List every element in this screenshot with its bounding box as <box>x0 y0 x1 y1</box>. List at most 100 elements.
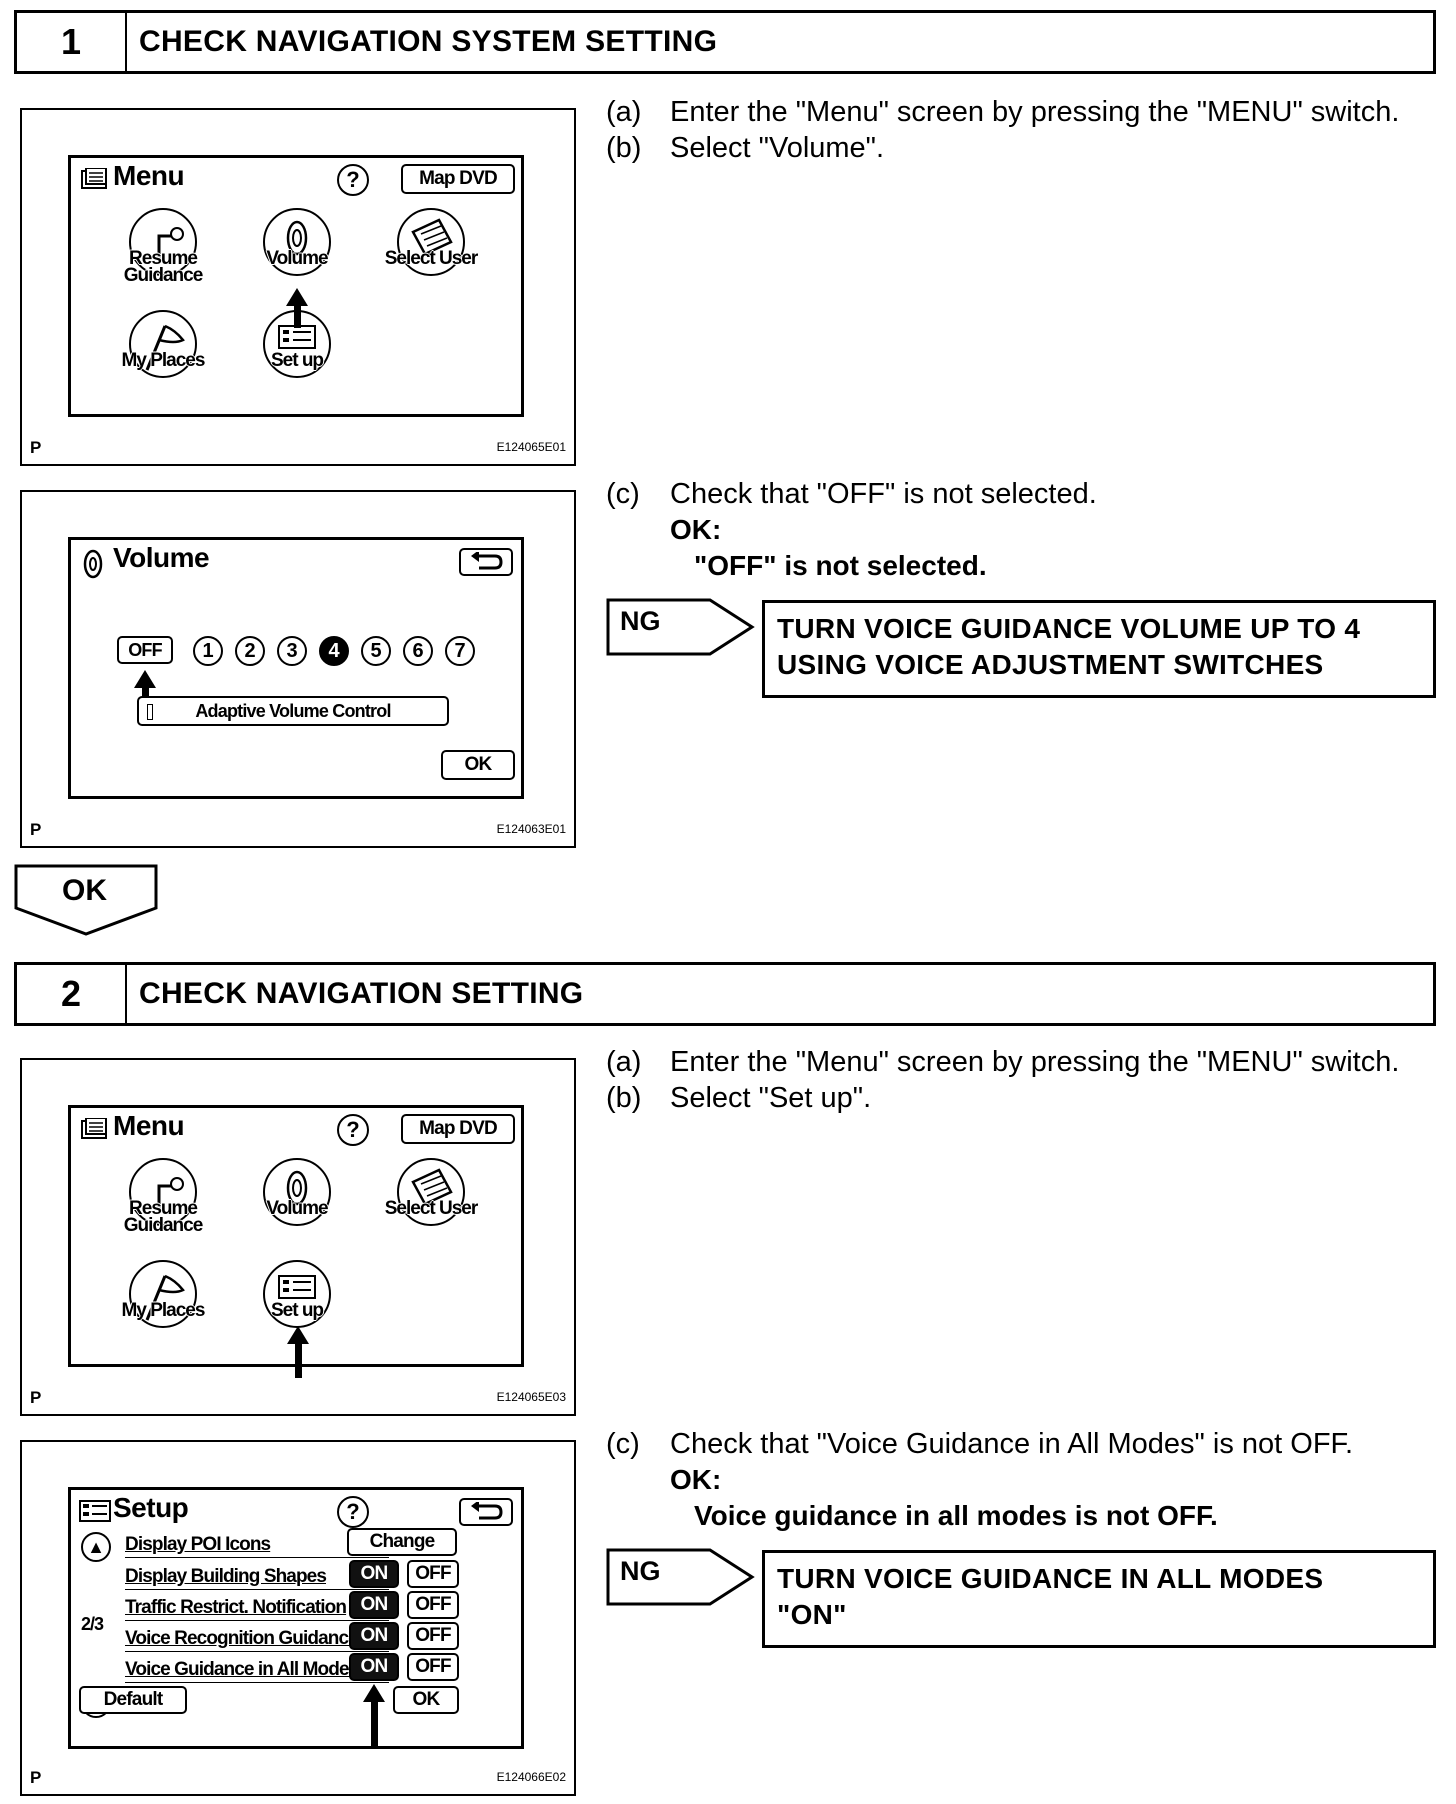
ok-condition-text: "OFF" is not selected. <box>694 550 987 581</box>
guidance-label: Guidance <box>123 265 204 286</box>
user-notebook-icon <box>397 208 465 276</box>
guidance-label: Guidance <box>123 1215 204 1236</box>
instruction-b: (b)Select "Set up". <box>606 1082 872 1114</box>
change-button[interactable]: Change <box>347 1528 457 1556</box>
setup-list-icon <box>79 1500 111 1522</box>
map-dvd-button[interactable]: Map DVD <box>401 1114 515 1144</box>
setting-row-traffic-restrict: Traffic Restrict. Notification <box>125 1597 389 1621</box>
my-places-button[interactable]: My Places <box>103 1260 223 1328</box>
my-places-button[interactable]: My Places <box>103 310 223 378</box>
menu-icon <box>81 1118 107 1139</box>
voice-guidance-off-button[interactable]: OFF <box>407 1653 459 1681</box>
figure-p-mark: P <box>30 1388 42 1407</box>
resume-label: Resume <box>129 1198 198 1219</box>
menu-icon <box>81 168 107 189</box>
ok-condition-label: OK: <box>670 514 722 545</box>
default-button[interactable]: Default <box>79 1686 187 1714</box>
set-up-button[interactable]: Set up <box>237 1260 357 1328</box>
traffic-restrict-on-button[interactable]: ON <box>349 1591 399 1619</box>
figure-setup-screen: Setup ? ▲ 2/3 ▼ Display POI Icons Change… <box>20 1440 576 1796</box>
ng-action-line1: TURN VOICE GUIDANCE IN ALL MODES <box>777 1563 1324 1594</box>
ng-arrow: NG <box>606 598 756 661</box>
page-indicator: 2/3 <box>81 1614 104 1634</box>
voice-recognition-off-button[interactable]: OFF <box>407 1622 459 1650</box>
adaptive-volume-control-button[interactable]: Adaptive Volume Control <box>137 696 449 726</box>
setting-row-building-shapes: Display Building Shapes <box>125 1566 389 1590</box>
select-user-button[interactable]: Select User <box>371 1158 491 1226</box>
adaptive-label: Adaptive Volume Control <box>195 700 391 721</box>
speaker-icon <box>263 208 331 276</box>
help-icon[interactable]: ? <box>337 1496 369 1528</box>
volume-level-3[interactable]: 3 <box>277 636 307 666</box>
figure-volume-screen: Volume OFF 1 2 3 4 5 6 7 Adaptive Volume… <box>20 490 576 848</box>
volume-screen: Volume OFF 1 2 3 4 5 6 7 Adaptive Volume… <box>68 537 524 799</box>
volume-label: Volume <box>266 248 328 269</box>
volume-button[interactable]: Volume <box>237 1158 357 1226</box>
map-dvd-button[interactable]: Map DVD <box>401 164 515 194</box>
ng-action-box: TURN VOICE GUIDANCE IN ALL MODES "ON" <box>762 1550 1436 1648</box>
step-2-header: 2 CHECK NAVIGATION SETTING <box>14 962 1436 1026</box>
volume-level-5[interactable]: 5 <box>361 636 391 666</box>
ng-arrow: NG <box>606 1548 756 1611</box>
pointer-arrow-shaft <box>371 1700 378 1746</box>
setup-screen: Setup ? ▲ 2/3 ▼ Display POI Icons Change… <box>68 1487 524 1749</box>
volume-level-1[interactable]: 1 <box>193 636 223 666</box>
ok-condition-text: Voice guidance in all modes is not OFF. <box>694 1500 1218 1531</box>
ok-condition-label: OK: <box>670 1464 722 1495</box>
ng-action-line2: USING VOICE ADJUSTMENT SWITCHES <box>777 649 1324 680</box>
my-places-label: My Places <box>121 350 206 371</box>
flag-icon <box>129 310 197 378</box>
user-notebook-icon <box>397 1158 465 1226</box>
figure-code: E124065E03 <box>496 1390 566 1404</box>
building-shapes-off-button[interactable]: OFF <box>407 1560 459 1588</box>
instruction-c: (c)Check that "OFF" is not selected. <box>606 478 1097 510</box>
back-button[interactable] <box>459 548 513 576</box>
help-icon[interactable]: ? <box>337 1114 369 1146</box>
volume-level-2[interactable]: 2 <box>235 636 265 666</box>
help-icon[interactable]: ? <box>337 164 369 196</box>
building-shapes-on-button[interactable]: ON <box>349 1560 399 1588</box>
instruction-a: (a)Enter the "Menu" screen by pressing t… <box>606 1046 1400 1078</box>
back-button[interactable] <box>459 1498 513 1526</box>
scroll-up-icon[interactable]: ▲ <box>81 1532 111 1562</box>
voice-recognition-on-button[interactable]: ON <box>349 1622 399 1650</box>
resume-guidance-icon <box>129 1158 197 1226</box>
volume-level-4[interactable]: 4 <box>319 636 349 666</box>
screen-title: Setup <box>113 1492 189 1523</box>
volume-button[interactable]: Volume <box>237 208 357 276</box>
return-icon <box>471 552 503 570</box>
volume-level-6[interactable]: 6 <box>403 636 433 666</box>
ok-button[interactable]: OK <box>441 750 515 780</box>
instruction-b: (b)Select "Volume". <box>606 132 885 164</box>
instruction-a: (a)Enter the "Menu" screen by pressing t… <box>606 96 1400 128</box>
pointer-arrow-shaft <box>295 1342 302 1378</box>
volume-off-button[interactable]: OFF <box>117 636 173 664</box>
ok-down-arrow: OK <box>14 864 160 941</box>
instruction-c: (c)Check that "Voice Guidance in All Mod… <box>606 1428 1354 1460</box>
figure-code: E124066E02 <box>496 1770 566 1784</box>
figure-p-mark: P <box>30 438 42 457</box>
setting-row-voice-recognition: Voice Recognition Guidance <box>125 1628 389 1652</box>
set-up-label: Set up <box>270 1300 324 1321</box>
figure-p-mark: P <box>30 820 42 839</box>
step-1-header: 1 CHECK NAVIGATION SYSTEM SETTING <box>14 10 1436 74</box>
ok-button[interactable]: OK <box>393 1686 459 1714</box>
step-title: CHECK NAVIGATION SYSTEM SETTING <box>139 25 718 58</box>
ng-action-line2: "ON" <box>777 1599 847 1630</box>
volume-level-7[interactable]: 7 <box>445 636 475 666</box>
figure-p-mark: P <box>30 1768 42 1787</box>
screen-title: Volume <box>113 542 210 573</box>
select-user-button[interactable]: Select User <box>371 208 491 276</box>
traffic-restrict-off-button[interactable]: OFF <box>407 1591 459 1619</box>
ng-action-line1: TURN VOICE GUIDANCE VOLUME UP TO 4 <box>777 613 1361 644</box>
select-user-label: Select User <box>384 1198 479 1219</box>
select-user-label: Select User <box>384 248 479 269</box>
voice-guidance-on-button[interactable]: ON <box>349 1653 399 1681</box>
step-number: 2 <box>17 965 127 1023</box>
ng-label: NG <box>620 1556 661 1586</box>
